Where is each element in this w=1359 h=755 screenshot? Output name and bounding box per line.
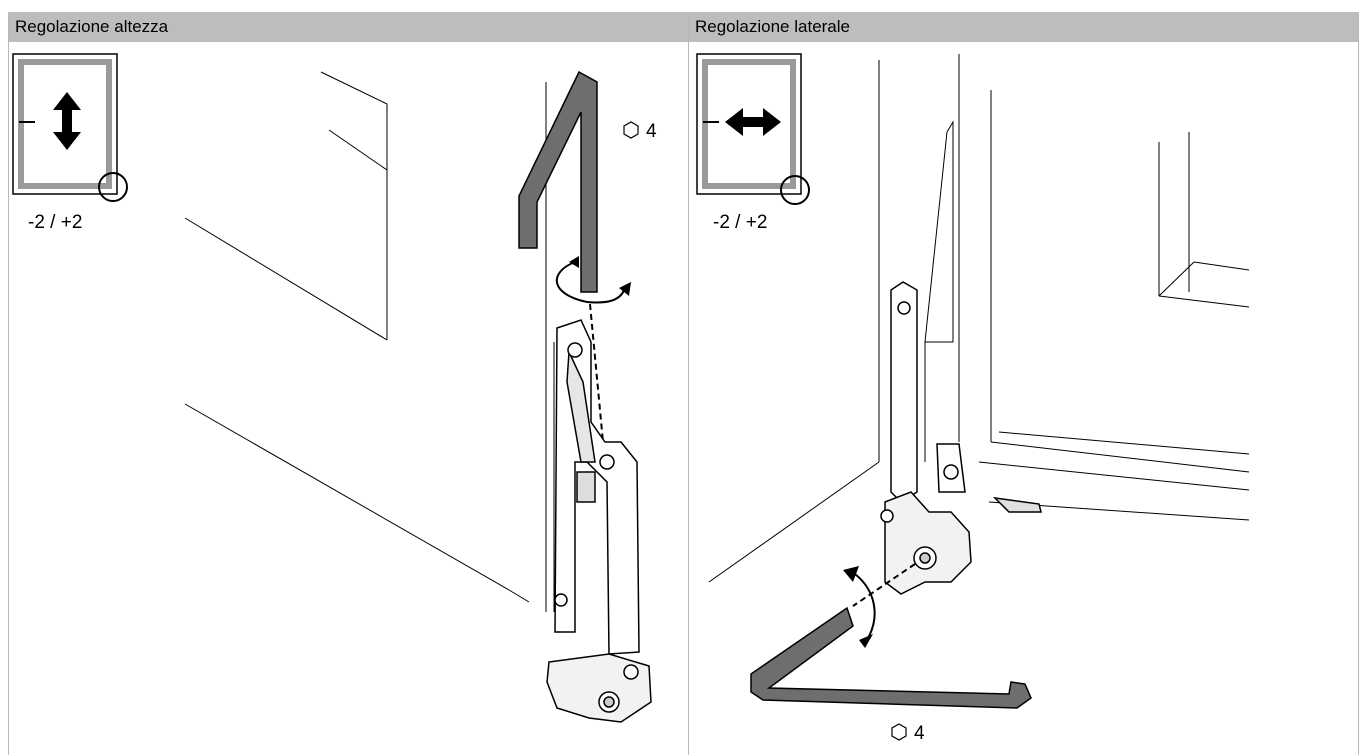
hexagon-size-icon: [891, 723, 907, 741]
hex-key-icon: [518, 70, 598, 293]
window-corner-icon: [12, 53, 128, 202]
window-frame-lines: [184, 71, 555, 612]
window-frame-lines: [708, 54, 1250, 583]
key-size-label: 4: [646, 121, 657, 142]
panel-header: Regolazione altezza: [9, 12, 688, 42]
range-label: -2 / +2: [713, 212, 767, 233]
panel-title: Regolazione altezza: [15, 17, 169, 36]
lateral-adjustment-drawing: -2 / +2: [696, 53, 1250, 744]
hexagon-size-icon: [623, 121, 639, 139]
vertical-double-arrow-icon: [53, 92, 81, 150]
rotation-arrow-icon: [556, 256, 631, 304]
hex-key-icon: [750, 606, 1032, 709]
window-corner-icon: [696, 53, 810, 205]
panel-lateral-adjustment: Regolazione laterale -2 / +2: [688, 12, 1359, 755]
height-adjustment-drawing: -2 / +2 4: [12, 53, 657, 723]
range-label: -2 / +2: [28, 212, 82, 233]
hinge-assembly: [546, 319, 652, 723]
insertion-guide-line: [852, 563, 916, 607]
panel-height-adjustment: Regolazione altezza -2 / +2: [8, 12, 689, 755]
horizontal-double-arrow-icon: [725, 108, 781, 136]
hinge-assembly: [880, 281, 1042, 595]
panel-header: Regolazione laterale: [689, 12, 1358, 42]
insertion-guide-line: [589, 303, 604, 443]
panel-title: Regolazione laterale: [695, 17, 850, 36]
key-size-label: 4: [914, 723, 925, 744]
rotation-arrow-icon: [843, 566, 876, 648]
